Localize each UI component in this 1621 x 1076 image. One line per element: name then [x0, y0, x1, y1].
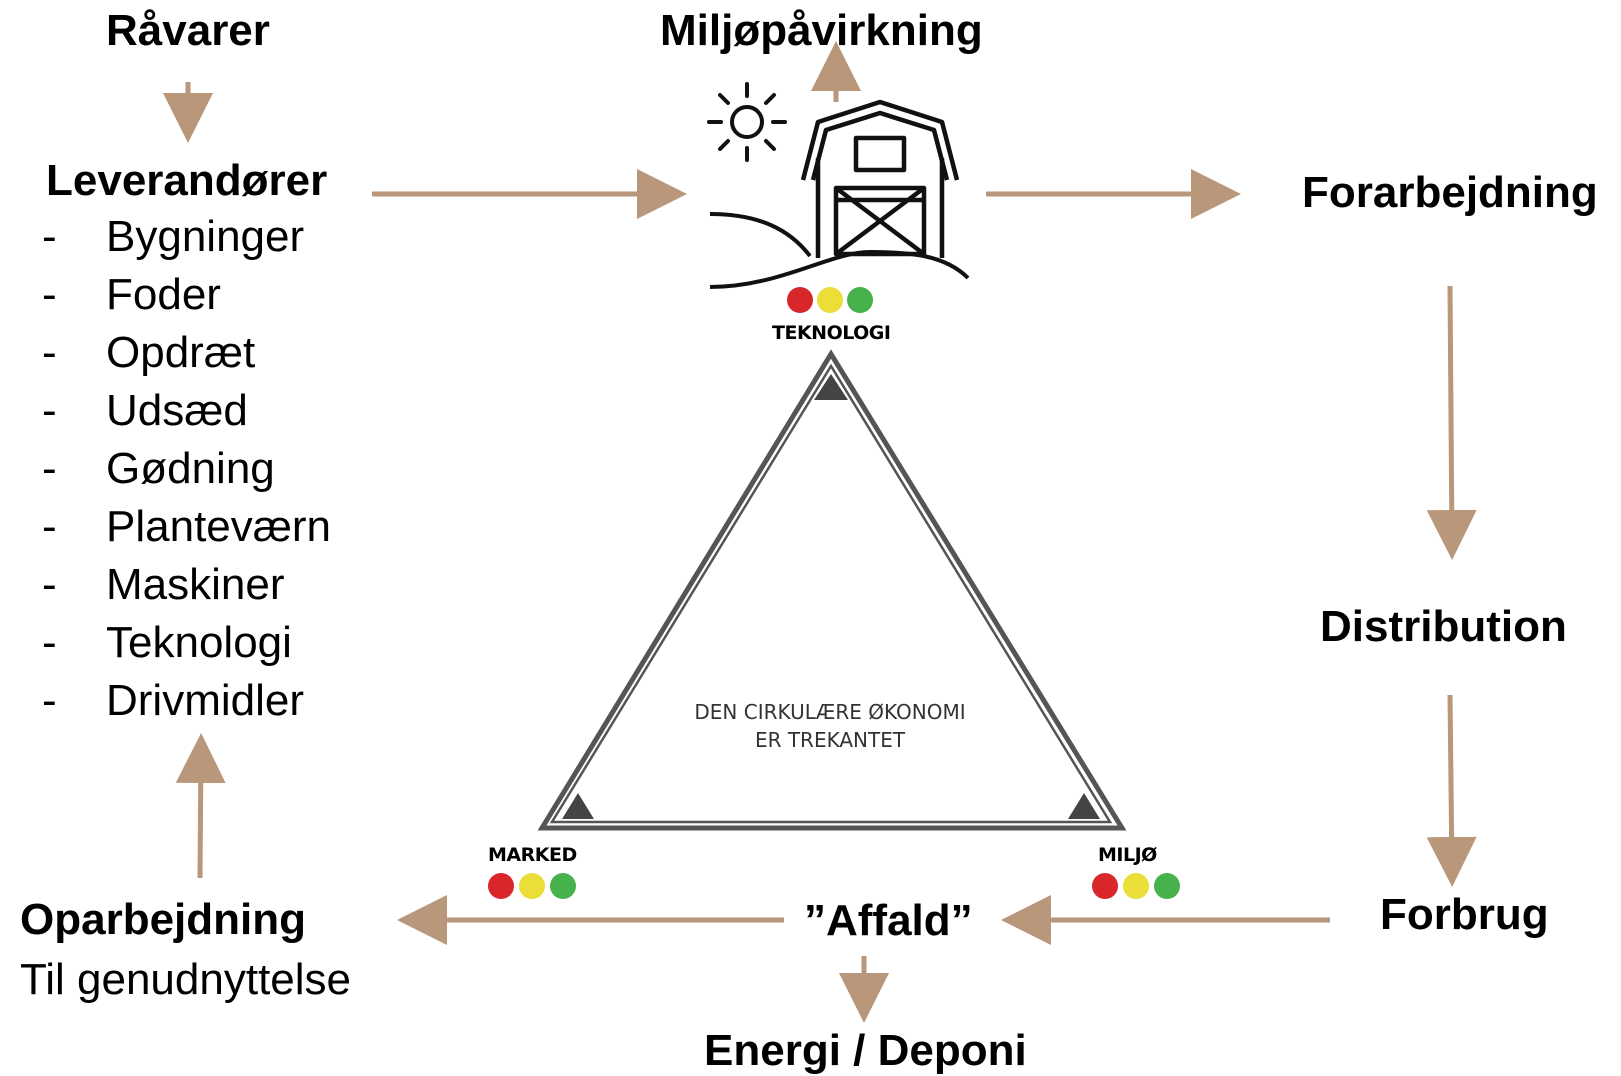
triangle-center-line-2: ER TREKANTET: [754, 728, 906, 752]
node-leverandorer: Leverandører: [46, 156, 328, 205]
arrow-forarbejdning-to-distribution: [1426, 285, 1477, 560]
triangle-label-left: MARKED: [488, 844, 577, 866]
supplier-list-label: Udsæd: [106, 386, 248, 435]
supplier-list-label: Gødning: [106, 444, 275, 493]
supplier-list-label: Maskiner: [106, 560, 285, 609]
triangle-corner-marker-right: [1068, 793, 1100, 819]
list-bullet: -: [42, 270, 57, 319]
node-miljopavirkning: Miljøpåvirkning: [660, 6, 983, 55]
supplier-list-label: Foder: [106, 270, 221, 319]
triangle-label-right: MILJØ: [1098, 844, 1157, 866]
supplier-list-label: Planteværn: [106, 502, 332, 551]
traffic-light-icon-top: [787, 287, 873, 313]
node-oparbejdning-subtitle: Til genudnyttelse: [20, 955, 352, 1004]
node-distribution: Distribution: [1320, 602, 1567, 651]
node-ravarer: Råvarer: [106, 6, 270, 55]
node-forarbejdning: Forarbejdning: [1302, 168, 1598, 217]
list-bullet: -: [42, 212, 57, 261]
list-bullet: -: [42, 676, 57, 725]
triangle-label-top: TEKNOLOGI: [772, 322, 891, 344]
node-forbrug: Forbrug: [1380, 890, 1549, 939]
list-bullet: -: [42, 618, 57, 667]
list-bullet: -: [42, 386, 57, 435]
supplier-list-label: Opdræt: [106, 328, 256, 377]
flow-arrows: [163, 41, 1477, 1023]
circular-economy-triangle: [537, 349, 1127, 831]
list-bullet: -: [42, 502, 57, 551]
traffic-light-icon-left: [488, 873, 576, 899]
node-affald: ”Affald”: [804, 896, 973, 945]
sun-icon: [707, 82, 787, 162]
node-oparbejdning: Oparbejdning: [20, 895, 306, 944]
list-bullet: -: [42, 444, 57, 493]
arrow-oparbejdning-to-leverandorer: [175, 733, 226, 879]
triangle-center-text: DEN CIRKULÆRE ØKONOMI ER TREKANTET: [630, 698, 1030, 754]
traffic-light-icon-right: [1092, 873, 1180, 899]
supplier-list-label: Bygninger: [106, 212, 305, 261]
supplier-list-label: Drivmidler: [106, 676, 304, 725]
node-energi-deponi: Energi / Deponi: [704, 1026, 1027, 1075]
list-bullet: -: [42, 328, 57, 377]
triangle-center-line-1: DEN CIRKULÆRE ØKONOMI: [694, 700, 966, 724]
arrow-distribution-to-forbrug: [1426, 694, 1477, 887]
triangle-corner-marker-top: [814, 374, 848, 400]
supplier-list-label: Teknologi: [106, 618, 292, 667]
triangle-corner-marker-left: [562, 793, 594, 819]
list-bullet: -: [42, 560, 57, 609]
barn-icon: [800, 99, 960, 258]
